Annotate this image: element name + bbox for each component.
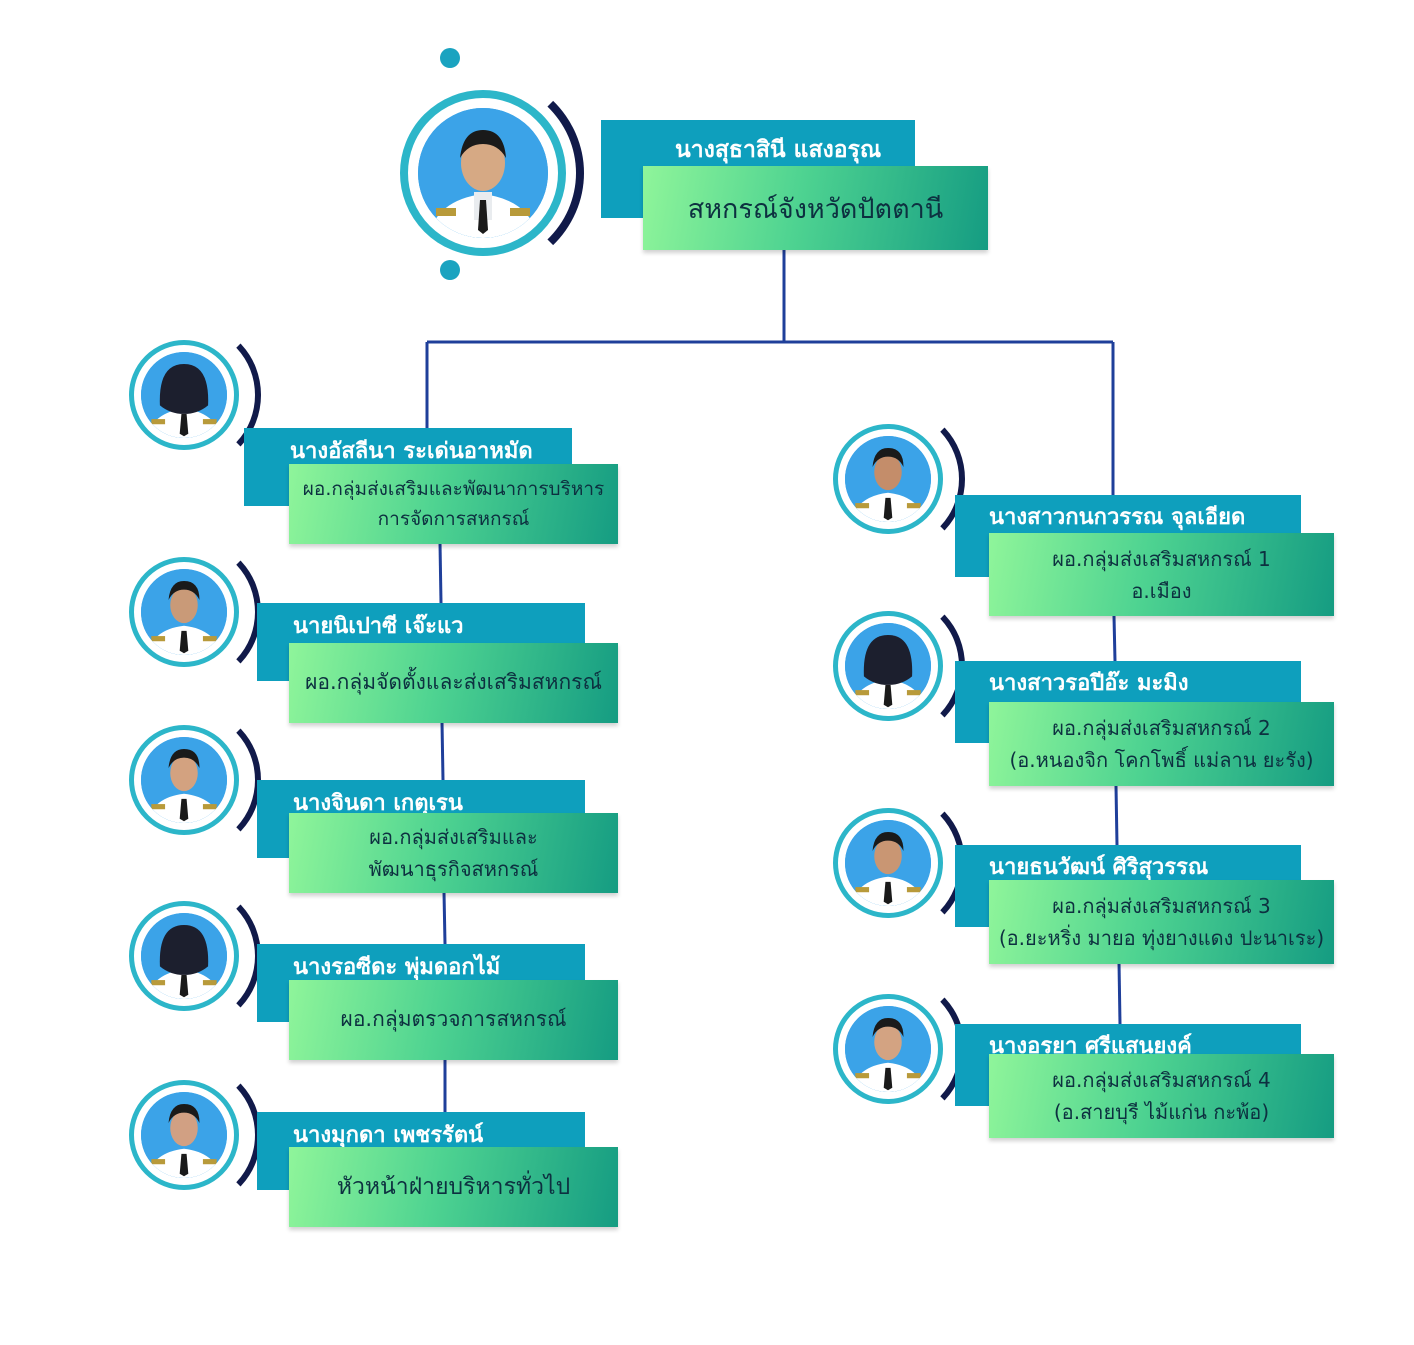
position-title-box: ผอ.กลุ่มส่งเสริมสหกรณ์ 3 (อ.ยะหริ่ง มายอ … xyxy=(989,880,1334,964)
position-title-line2: (อ.สายบุรี ไม้แก่น กะพ้อ) xyxy=(1053,1100,1270,1124)
connector-right-1-2 xyxy=(1112,615,1117,662)
position-title-box: ผอ.กลุ่มส่งเสริมสหกรณ์ 1 อ.เมือง xyxy=(989,533,1334,616)
person-name: นางมุกดา เพชรรัตน์ xyxy=(293,1123,484,1148)
position-title-line1: ผอ.กลุ่มส่งเสริมและพัฒนาการบริหาร xyxy=(302,477,605,500)
avatar xyxy=(141,1092,227,1178)
avatar xyxy=(845,623,931,709)
position-title-line2: อ.เมือง xyxy=(1131,578,1192,603)
position-title-box: ผอ.กลุ่มส่งเสริมและพัฒนาธุรกิจสหกรณ์ xyxy=(289,813,618,893)
connector-right-2-3 xyxy=(1114,785,1119,846)
connector-right-3-4 xyxy=(1117,961,1122,1025)
avatar-ring xyxy=(833,994,943,1104)
avatar xyxy=(845,436,931,522)
connector-left-3-4 xyxy=(442,891,447,945)
avatar-ring xyxy=(833,611,943,721)
connector-left-1-2 xyxy=(438,542,443,604)
avatar xyxy=(141,569,227,655)
top-avatar-ring xyxy=(400,90,566,256)
position-title-line1: ผอ.กลุ่มตรวจการสหกรณ์ xyxy=(340,1007,567,1032)
position-title-line2: (อ.หนองจิก โคกโพธิ์ แม่ลาน ยะรัง) xyxy=(1009,748,1314,772)
position-title-line1: หัวหน้าฝ่ายบริหารทั่วไป xyxy=(336,1173,571,1200)
position-title-line1: ผอ.กลุ่มส่งเสริมสหกรณ์ 3 xyxy=(1052,894,1271,918)
position-title-line1: ผอ.กลุ่มจัดตั้งและส่งเสริมสหกรณ์ xyxy=(305,670,602,695)
position-title-line1: ผอ.กลุ่มส่งเสริมสหกรณ์ 1 xyxy=(1052,546,1271,571)
avatar xyxy=(141,737,227,823)
avatar-ring xyxy=(129,901,239,1011)
top-title-box: สหกรณ์จังหวัดปัตตานี xyxy=(643,166,988,250)
top-name: นางสุธาสินี แสงอรุณ xyxy=(675,137,882,163)
position-title-box: หัวหน้าฝ่ายบริหารทั่วไป xyxy=(289,1147,618,1227)
person-name: นางสาวรอปีอ๊ะ มะมิง xyxy=(989,671,1189,696)
person-name: นางรอซีดะ พุ่มดอกไม้ xyxy=(293,955,501,980)
position-title-line2: การจัดการสหกรณ์ xyxy=(377,508,530,530)
avatar-ring xyxy=(129,725,239,835)
person-name: นางสาวกนกวรรณ จุลเอียด xyxy=(989,505,1246,530)
avatar xyxy=(141,913,227,999)
position-title-box: ผอ.กลุ่มส่งเสริมสหกรณ์ 2 (อ.หนองจิก โคกโพ… xyxy=(989,702,1334,786)
position-title-line1: ผอ.กลุ่มส่งเสริมสหกรณ์ 4 xyxy=(1052,1068,1271,1092)
position-title-box: ผอ.กลุ่มส่งเสริมและพัฒนาการบริหารการจัดก… xyxy=(289,464,618,544)
position-title-line2: พัฒนาธุรกิจสหกรณ์ xyxy=(368,857,539,881)
decor-arc xyxy=(125,323,261,467)
avatar-ring xyxy=(833,808,943,918)
connector-left-2-3 xyxy=(440,721,445,781)
position-title-line1: ผอ.กลุ่มส่งเสริมสหกรณ์ 2 xyxy=(1052,716,1271,740)
position-title-line1: ผอ.กลุ่มส่งเสริมและ xyxy=(369,825,538,849)
position-title-line2: (อ.ยะหริ่ง มายอ ทุ่งยางแดง ปะนาเระ) xyxy=(998,926,1325,950)
person-name: นายนิเปาซี เจ๊ะแว xyxy=(293,614,464,639)
person-name: นายธนวัฒน์ ศิริสุวรรณ xyxy=(989,855,1209,880)
top-title: สหกรณ์จังหวัดปัตตานี xyxy=(687,193,944,225)
avatar-ring xyxy=(833,424,943,534)
position-title-box: ผอ.กลุ่มตรวจการสหกรณ์ xyxy=(289,980,618,1060)
avatar-ring xyxy=(129,1080,239,1190)
avatar xyxy=(845,820,931,906)
avatar-ring xyxy=(129,557,239,667)
decor-dot-top xyxy=(440,48,460,68)
avatar xyxy=(845,1006,931,1092)
person-name: นางอัสลีนา ระเด่นอาหมัด xyxy=(290,439,533,464)
avatar xyxy=(141,352,227,438)
decor-arc xyxy=(368,70,584,276)
position-title-box: ผอ.กลุ่มส่งเสริมสหกรณ์ 4 (อ.สายบุรี ไม้แก… xyxy=(989,1054,1334,1138)
position-title-box: ผอ.กลุ่มจัดตั้งและส่งเสริมสหกรณ์ xyxy=(289,643,618,723)
decor-arc xyxy=(829,407,965,551)
avatar xyxy=(418,108,548,238)
person-name: นางจินดา เกตุเรน xyxy=(293,791,463,816)
avatar-ring xyxy=(129,340,239,450)
